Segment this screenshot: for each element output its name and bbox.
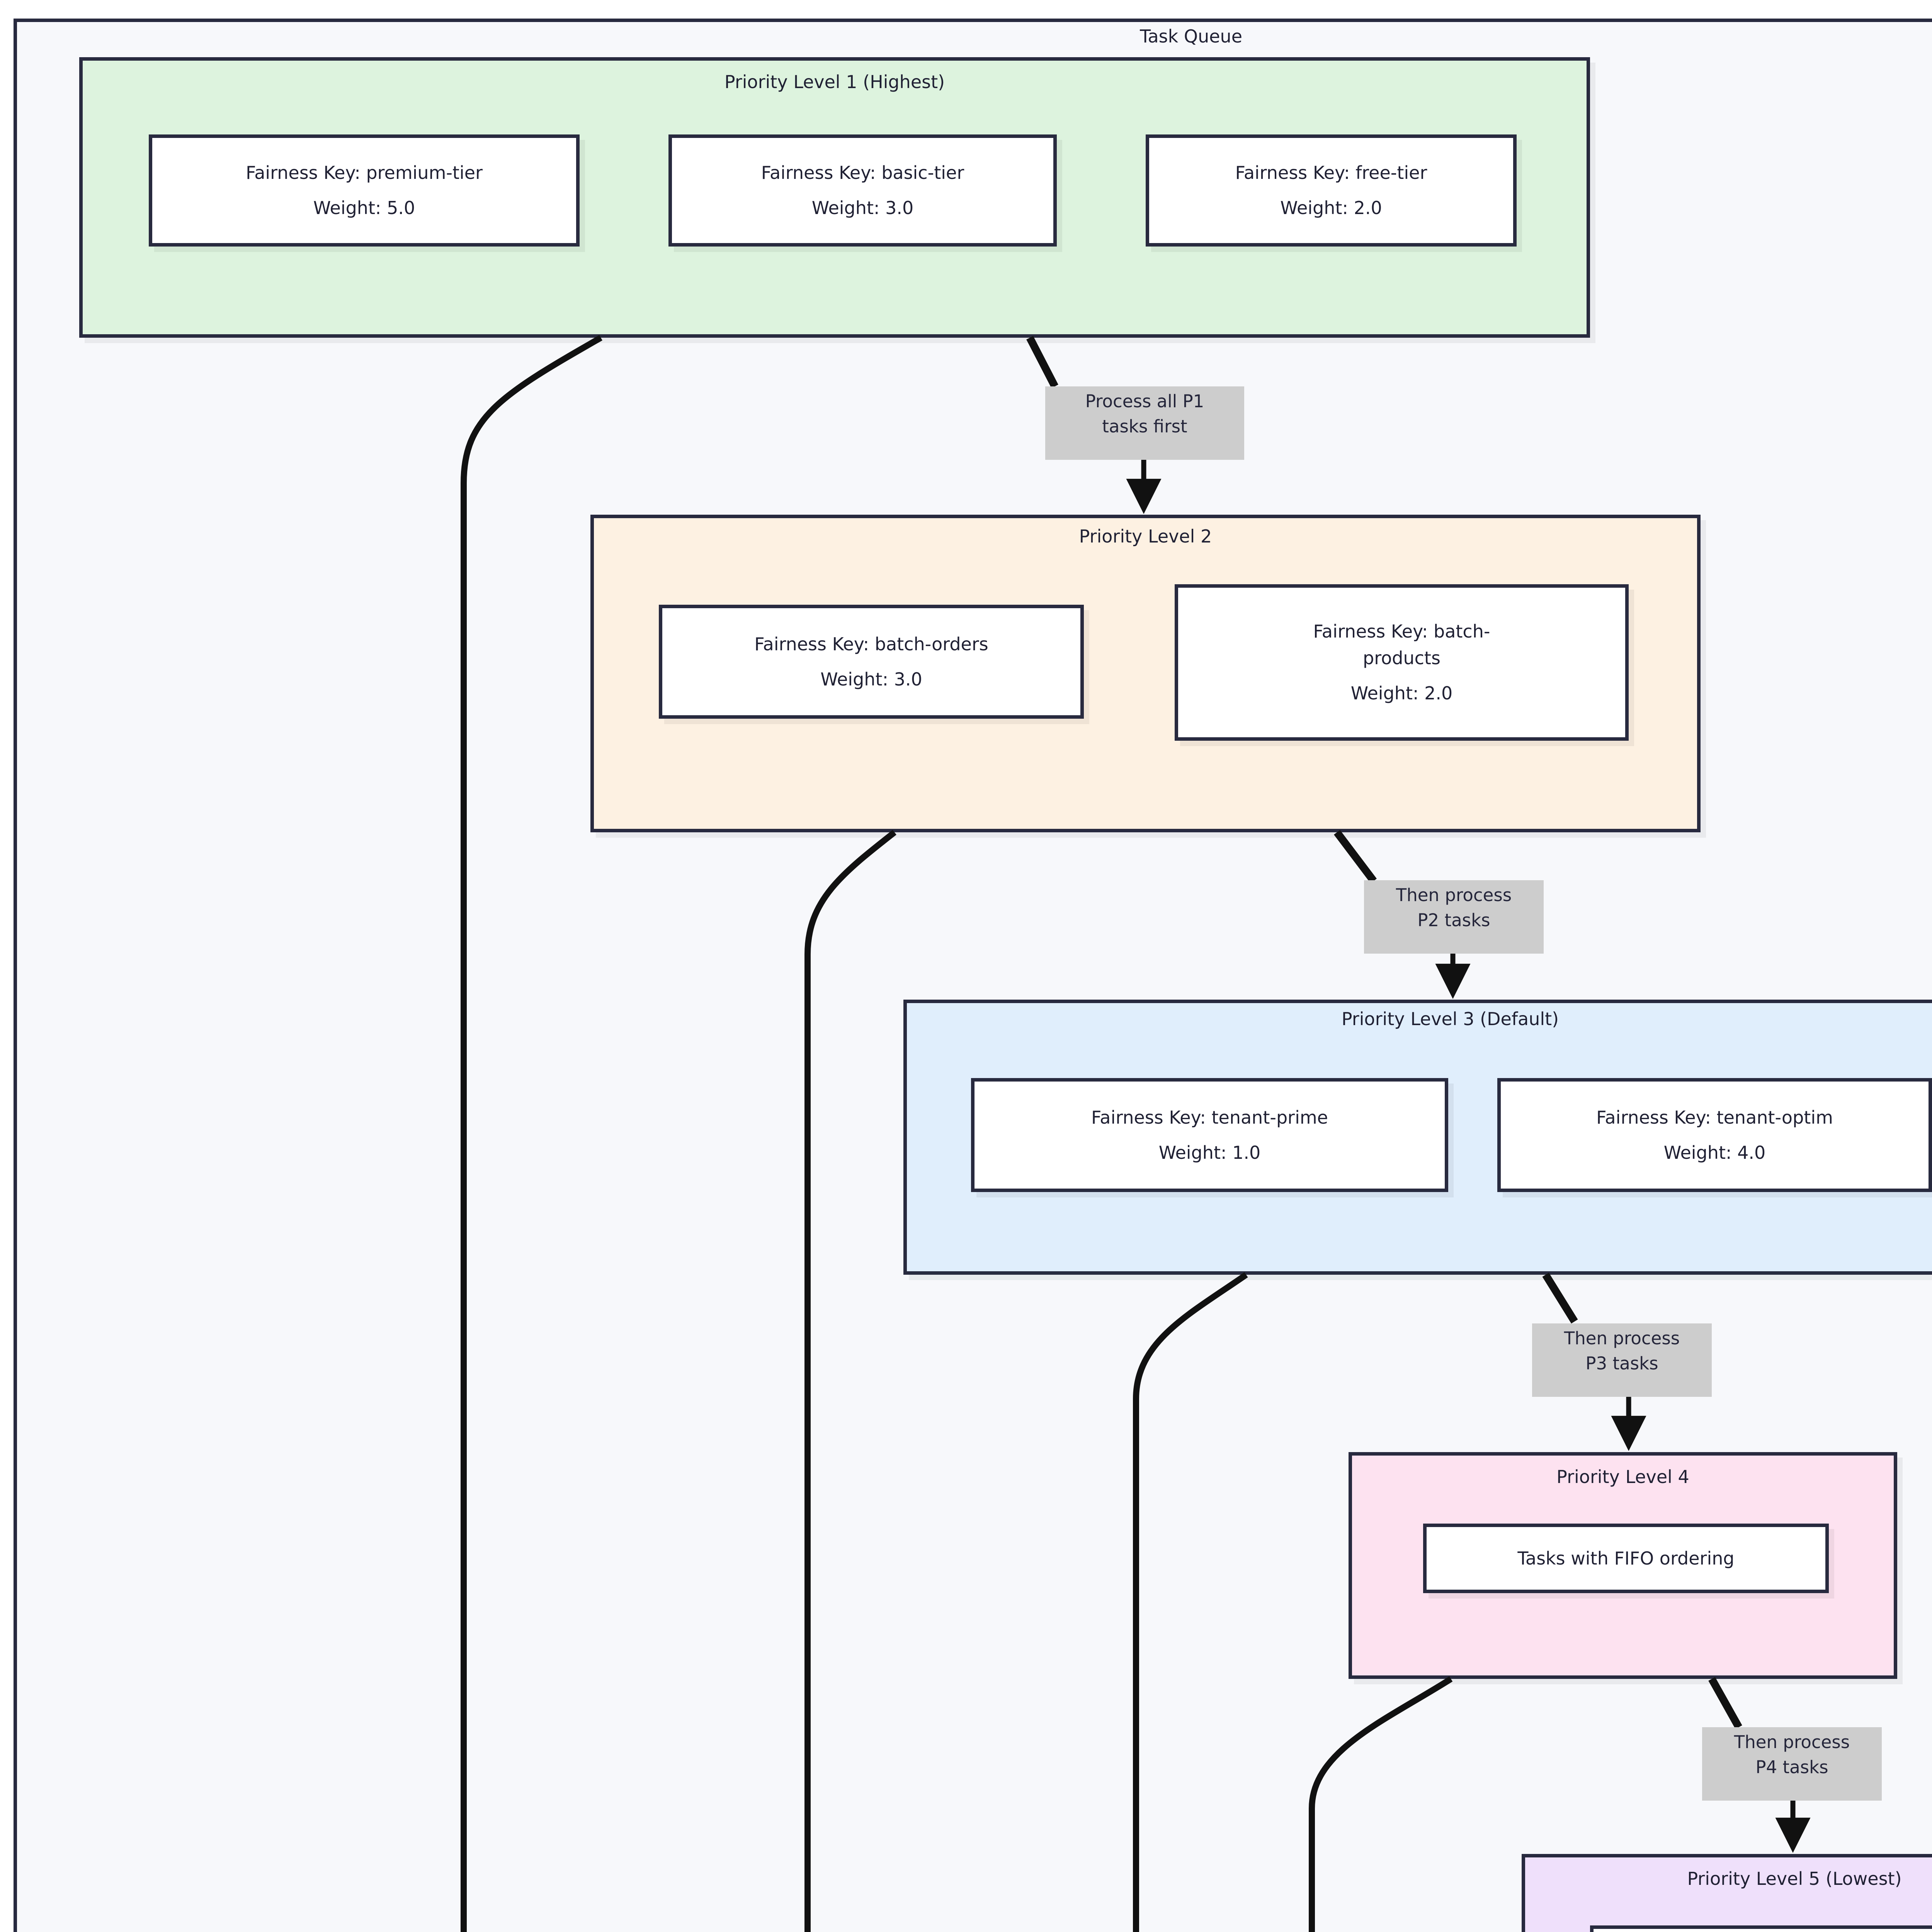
fairness-key-box-basic-tier: Fairness Key: basic-tier Weight: 3.0: [668, 134, 1057, 247]
fifo-label: Tasks with FIFO ordering: [1517, 1548, 1735, 1569]
weight-label: Weight: 4.0: [1663, 1142, 1766, 1163]
edge-label-line1: Then process: [1564, 1328, 1680, 1349]
fairness-key-box-tenant-optim: Fairness Key: tenant-optim Weight: 4.0: [1497, 1078, 1932, 1192]
fairness-key-label: Fairness Key: tenant-prime: [1091, 1107, 1328, 1128]
edge-label-line1: Process all P1: [1085, 391, 1204, 412]
fairness-key-label: Fairness Key: batch-orders: [754, 633, 988, 655]
edge-label-line2: P2 tasks: [1417, 910, 1490, 931]
fairness-key-label: Fairness Key: premium-tier: [245, 162, 483, 183]
cluster-priority-level-1-title: Priority Level 1 (Highest): [724, 71, 945, 92]
fifo-tasks-box-p4: Tasks with FIFO ordering: [1423, 1524, 1829, 1593]
cluster-priority-level-4-title: Priority Level 4: [1556, 1466, 1689, 1487]
edge-label-line2: tasks first: [1102, 416, 1187, 437]
fairness-key-label: Fairness Key: tenant-optim: [1596, 1107, 1833, 1128]
weight-label: Weight: 2.0: [1350, 683, 1453, 704]
cluster-priority-level-5: [1522, 1854, 1932, 1932]
fairness-key-box-premium-tier: Fairness Key: premium-tier Weight: 5.0: [149, 134, 580, 247]
edge-label-process-all-p1: Process all P1 tasks first: [1045, 386, 1244, 460]
weight-label: Weight: 3.0: [811, 197, 914, 218]
cluster-priority-level-5-title: Priority Level 5 (Lowest): [1687, 1868, 1902, 1889]
weight-label: Weight: 3.0: [820, 668, 922, 690]
edge-label-then-process-p4: Then process P4 tasks: [1702, 1727, 1882, 1801]
weight-label: Weight: 5.0: [313, 197, 415, 218]
cluster-priority-level-3-title: Priority Level 3 (Default): [1341, 1009, 1559, 1029]
fairness-key-label-cont: products: [1363, 648, 1440, 668]
weight-label: Weight: 2.0: [1280, 197, 1382, 218]
fairness-key-box-tenant-prime: Fairness Key: tenant-prime Weight: 1.0: [971, 1078, 1448, 1192]
fairness-key-label: Fairness Key: batch-: [1313, 621, 1490, 642]
weight-label: Weight: 1.0: [1158, 1142, 1261, 1163]
fairness-key-box-free-tier: Fairness Key: free-tier Weight: 2.0: [1146, 134, 1517, 247]
fairness-key-box-batch-orders: Fairness Key: batch-orders Weight: 3.0: [659, 605, 1084, 719]
cluster-priority-level-2-title: Priority Level 2: [1079, 526, 1212, 547]
fairness-key-box-batch-products: Fairness Key: batch- products Weight: 2.…: [1175, 584, 1629, 741]
cluster-task-queue-title: Task Queue: [1139, 26, 1243, 47]
fifo-tasks-box-p5: Tasks with FIFO ordering: [1590, 1925, 1932, 1932]
edge-label-line1: Then process: [1396, 885, 1512, 905]
edge-label-then-process-p3: Then process P3 tasks: [1532, 1323, 1712, 1397]
fairness-key-label: Fairness Key: free-tier: [1235, 162, 1427, 183]
edge-label-line1: Then process: [1734, 1732, 1850, 1752]
fairness-key-label: Fairness Key: basic-tier: [761, 162, 964, 183]
edge-label-line2: P3 tasks: [1585, 1353, 1658, 1374]
edge-label-then-process-p2: Then process P2 tasks: [1364, 880, 1544, 954]
edge-label-line2: P4 tasks: [1755, 1757, 1828, 1778]
